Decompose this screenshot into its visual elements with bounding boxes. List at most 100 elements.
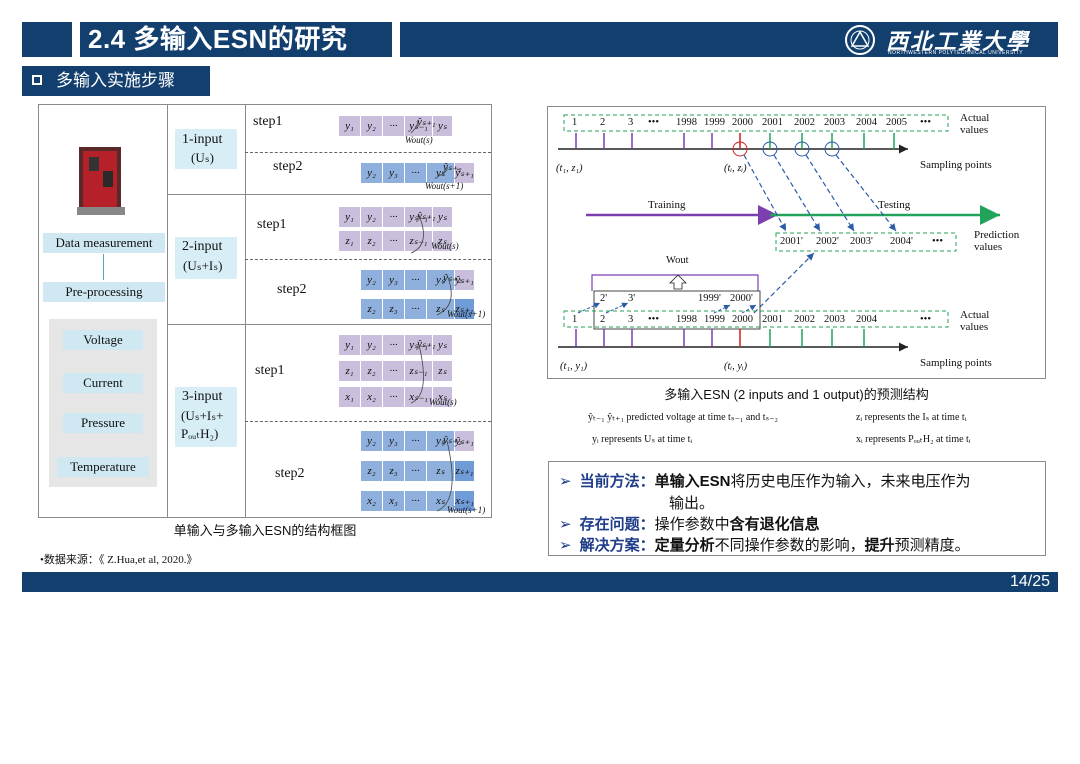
wout-label: Wout (666, 255, 689, 266)
bottom-sequence-item: 1998 (676, 314, 697, 325)
output-yhat: ŷₛ₊₂ (443, 272, 462, 284)
page-title: 2.4 多输入ESN的研究 (80, 22, 392, 57)
process-connector (103, 254, 104, 280)
sequence-cell: z₁ (339, 361, 361, 381)
bullet-current-method-cont: 输出。 (669, 495, 715, 512)
sequence-cell: zₛ (433, 361, 453, 381)
divider-horizontal (167, 194, 491, 195)
prediction-item: 2002' (816, 236, 839, 247)
sequence-cell: ··· (383, 361, 405, 381)
prediction-item: ••• (932, 236, 944, 247)
logo-text: 西北工業大學 (886, 29, 1031, 55)
output-yhat: ŷₛ₊₁ (417, 210, 436, 222)
divider-horizontal (167, 324, 491, 325)
bottom-sequence-item: 1999 (704, 314, 725, 325)
sequence-cell: zₛ (433, 231, 453, 251)
middle-sequence-item: 2' (600, 293, 608, 304)
sequence-cell: x₂ (361, 387, 383, 407)
arrow-bullet-icon: ➢ (559, 516, 572, 533)
middle-sequence-item: 2000' (730, 293, 753, 304)
sequence-cell: zₛ₊₁ (455, 299, 475, 319)
sequence-cell: z₁ (339, 231, 361, 251)
structure-diagram: Data measurement Pre-processing Voltage … (38, 104, 492, 518)
sequence-cell: yₛ (433, 116, 453, 136)
middle-sequence-item: 3' (628, 293, 636, 304)
group-3-sub2: PₒᵤₜH₂) (181, 426, 219, 441)
step2-label: step2 (273, 159, 303, 174)
logo-subtext: NORTHWESTERN POLYTECHNICAL UNIVERSITY (888, 50, 1024, 56)
output-weight: Wout(s) (431, 241, 459, 251)
group-1-sub: (Uₛ) (191, 150, 214, 165)
sequence-cell: x₁ (339, 387, 361, 407)
sequence-cell: yₛ (433, 335, 453, 355)
output-weight: Wout(s+1) (447, 309, 486, 319)
sequence-cell: xₛ (433, 387, 453, 407)
sequence-cell: y₂ (361, 163, 383, 183)
square-bullet-icon (32, 75, 42, 85)
group-3-label: 3-input (182, 389, 223, 404)
data-source: •数据来源：《 Z.Hua,et al, 2020.》 (40, 554, 198, 566)
top-sequence-item: 2001 (762, 117, 783, 128)
point-ti-zi: (tᵢ, zᵢ) (724, 163, 747, 174)
sequence-cell: y₃ (383, 163, 405, 183)
sequence-cell: z₂ (361, 361, 383, 381)
sequence-cell: xₛ₊₁ (455, 491, 475, 511)
point-ti-yi: (tᵢ, yᵢ) (724, 361, 748, 372)
sequence-cell: z₃ (383, 461, 405, 481)
sequence-cell: z₃ (383, 299, 405, 319)
divider-dashed (245, 152, 491, 153)
sequence-cell: y₁ (339, 116, 361, 136)
sequence-cell: y₁ (339, 207, 361, 227)
bottom-sequence-item: 2000 (732, 314, 753, 325)
step2-label: step2 (275, 466, 305, 481)
sequence-cell: yₛ (433, 207, 453, 227)
top-sequence-item: 3 (628, 117, 634, 128)
top-sequence-item: 2004 (856, 117, 877, 128)
sequence-cell: ··· (383, 335, 405, 355)
bottom-sequence-item: 3 (628, 314, 634, 325)
group-2-sub: (Uₛ+Iₛ) (183, 258, 223, 273)
header-left-block (22, 22, 72, 57)
bullet-solution: ➢解决方案：定量分析不同操作参数的影响，提升预测精度。 (559, 537, 970, 554)
group-1-label: 1-input (182, 132, 223, 147)
prediction-item: 2004' (890, 236, 913, 247)
group-2-bg (175, 237, 237, 279)
page-number: 14/25 (1009, 573, 1050, 590)
group-3-bg (175, 387, 237, 447)
bottom-sequence-item: 2 (600, 314, 606, 325)
sequence-cell: ··· (383, 207, 405, 227)
top-sequence-item: 2 (600, 117, 606, 128)
divider-vertical (167, 105, 168, 517)
legend-z: zᵢ represents the Iₛ at time tᵢ (856, 412, 967, 423)
bottom-sequence-item: 2001 (762, 314, 783, 325)
sequence-cell: z₂ (361, 299, 383, 319)
top-sequence-item: ••• (648, 117, 660, 128)
sequence-cell: y₁ (339, 335, 361, 355)
sequence-cell: ··· (405, 270, 427, 290)
sequence-cell: ··· (405, 431, 427, 451)
legend-predicted-voltage: ŷₜ₋₁ ŷₜ₊₁ predicted voltage at time tₛ₋₁… (588, 412, 779, 423)
point-t1-y1: (t₁, y₁) (560, 361, 588, 372)
prediction-structure-svg (558, 114, 1000, 352)
divider-vertical (245, 105, 246, 517)
group-3-sub: (Uₛ+Iₛ+ (181, 408, 224, 423)
sequence-cell: y₂ (361, 335, 383, 355)
left-figure-caption: 单输入与多输入ESN的结构框图 (173, 523, 357, 538)
bullet-existing-problem: ➢存在问题：操作参数中含有退化信息 (559, 516, 820, 533)
pre-processing-box: Pre-processing (43, 282, 165, 302)
legend-x: xᵢ represents PₒᵤₜH₂ at time tᵢ (856, 434, 971, 445)
sequence-cell: ··· (405, 299, 427, 319)
sequence-cell: ŷₛ₊₁ (455, 270, 475, 290)
sequence-cell: y₂ (361, 431, 383, 451)
sequence-cell: ··· (405, 491, 427, 511)
conclusion-box: ➢当前方法：单输入ESN将历史电压作为输入，未来电压作为 输出。 ➢存在问题：操… (548, 461, 1046, 556)
top-sequence-item: 2003 (824, 117, 845, 128)
sequence-cell: ··· (383, 231, 405, 251)
sequence-cell: ··· (383, 387, 405, 407)
prediction-item: 2003' (850, 236, 873, 247)
arrow-bullet-icon: ➢ (559, 537, 572, 554)
output-weight: Wout(s) (405, 135, 433, 145)
point-t1-z1: (t₁, z₁) (556, 163, 583, 174)
step1-label: step1 (255, 363, 285, 378)
sequence-cell: zₛ (427, 461, 455, 481)
